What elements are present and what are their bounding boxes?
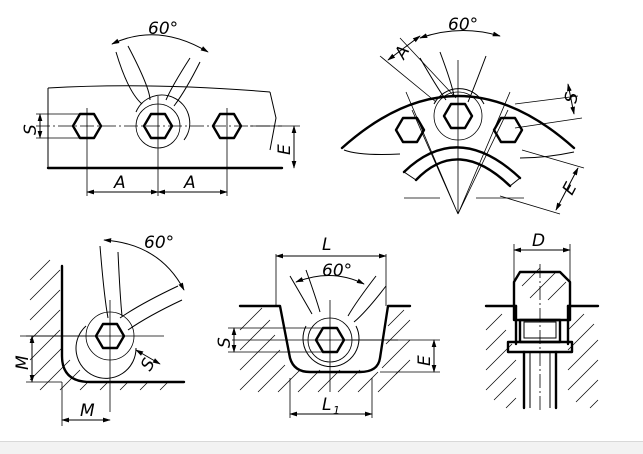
hex-nut-icon (492, 116, 524, 144)
fig3-s-label: S (137, 355, 160, 375)
figure-1-nut-row: 60° A A S E (21, 19, 300, 196)
fig1-a-label-left: A (113, 173, 126, 193)
fig4-l-label: L (322, 235, 331, 255)
figure-2-nut-arc: 60° A S E (340, 15, 585, 215)
fig4-angle-label: 60° (322, 261, 352, 281)
fig3-m-label-vertical: M (13, 355, 33, 370)
fig3-angle-label: 60° (144, 233, 174, 253)
fig1-a-label-right: A (183, 173, 196, 193)
fig4-l1-label: L (322, 395, 331, 415)
hex-nut-icon (442, 102, 474, 130)
fig5-d-label: D (532, 231, 545, 251)
fig4-s-label: S (215, 337, 235, 348)
bottom-strip (0, 441, 643, 454)
hex-nut-icon (71, 112, 103, 140)
figure-5-socket-section: D (484, 231, 600, 412)
fig4-e-label: E (415, 355, 435, 366)
fig1-angle-label: 60° (148, 19, 178, 39)
hex-nut-icon (394, 116, 426, 144)
fig1-s-label: S (21, 124, 41, 135)
fig2-angle-label: 60° (448, 15, 478, 35)
fig2-s-label: S (561, 91, 583, 105)
fig2-a-label: A (391, 42, 415, 63)
fig1-e-label: E (275, 144, 295, 155)
hex-nut-icon (142, 112, 174, 140)
figure-4-pocket: L 60° L 1 S E (215, 235, 440, 418)
fig4-l1-subscript: 1 (333, 404, 340, 417)
figure-3-corner: 60° S M M (13, 233, 186, 426)
hex-nut-icon (211, 112, 243, 140)
fig3-m-label-horizontal: M (80, 401, 95, 421)
